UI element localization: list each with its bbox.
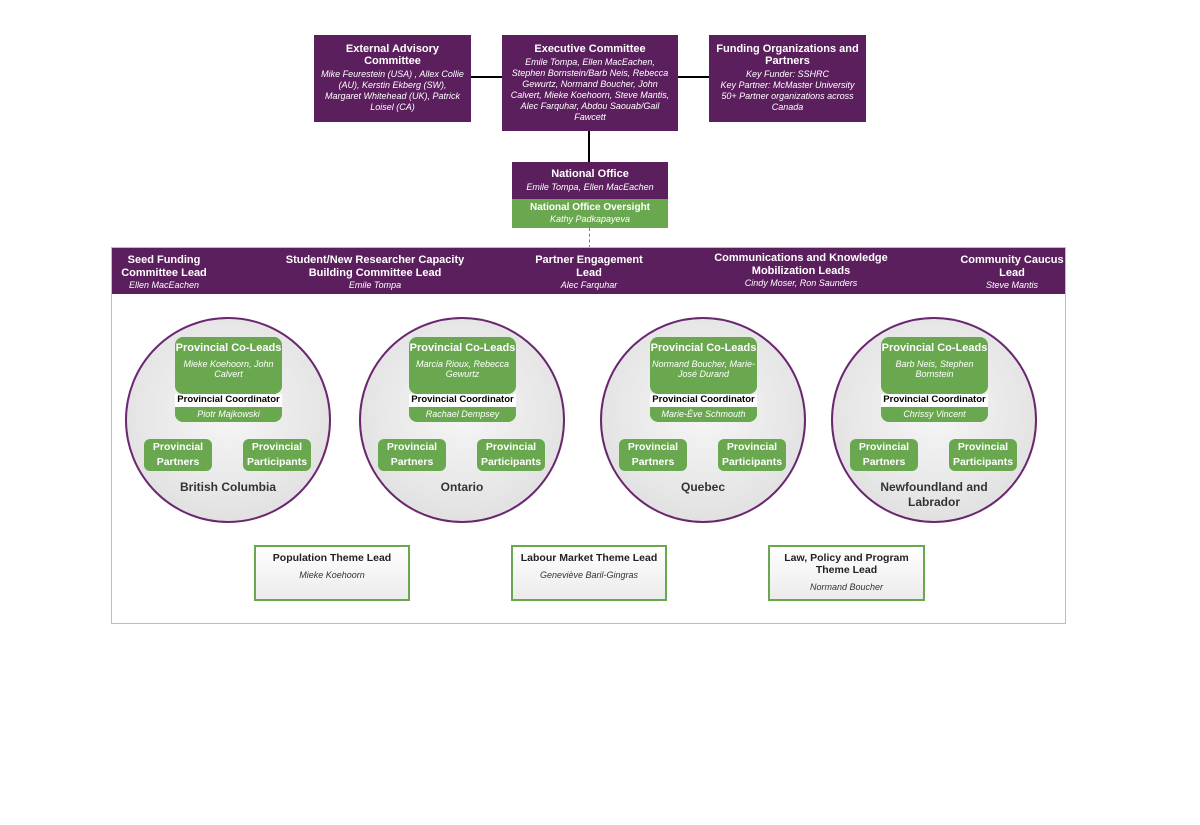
connector-executive-national: [588, 131, 590, 162]
co-leads-names: Marcia Rioux, Rebecca Gewurtz: [415, 359, 510, 379]
co-leads-title: Provincial Co-Leads: [881, 342, 988, 354]
national-office-oversight-name: Kathy Padkapayeva: [549, 214, 631, 224]
provincial-participants-box: Provincial Participants: [243, 439, 311, 471]
provincial-coordinator-name: Chrissy Vincent: [881, 407, 988, 422]
provincial-co-leads-box: Provincial Co-Leads Barb Neis, Stephen B…: [881, 337, 988, 394]
region-label: Quebec: [680, 480, 725, 494]
provincial-participants-box: Provincial Participants: [718, 439, 786, 471]
funding-organizations-title: Funding Organizations and Partners: [716, 43, 859, 67]
theme-title: Labour Market Theme Lead: [520, 552, 658, 564]
provincial-co-leads-box: Provincial Co-Leads Normand Boucher, Mar…: [650, 337, 757, 394]
lead-communications: Communications and Knowledge Mobilizatio…: [706, 252, 896, 289]
provincial-coordinator-label: Provincial Coordinator: [409, 394, 516, 407]
provincial-coordinator-label: Provincial Coordinator: [881, 394, 988, 407]
executive-committee-title: Executive Committee: [534, 43, 646, 55]
lead-name: Alec Farquhar: [560, 280, 618, 290]
lead-title: Partner Engagement Lead: [535, 254, 643, 279]
funding-organizations-box: Funding Organizations and Partners Key F…: [709, 35, 866, 122]
theme-title: Population Theme Lead: [272, 552, 392, 564]
external-advisory-title: External Advisory Committee: [345, 43, 440, 67]
provincial-partners-box: Provincial Partners: [850, 439, 918, 471]
national-office-title: National Office: [551, 168, 629, 180]
provincial-coordinator-label: Provincial Coordinator: [650, 394, 757, 407]
national-office-members: Emile Tompa, Ellen MacEachen: [526, 182, 654, 192]
external-advisory-members: Mike Feurestein (USA) , Allex Collie (AU…: [321, 69, 464, 112]
executive-committee-members: Emile Tompa, Ellen MacEachen, Stephen Bo…: [510, 57, 670, 122]
funding-key-partner: Key Partner: McMaster University: [720, 80, 855, 90]
lead-title: Seed Funding Committee Lead: [121, 254, 207, 279]
lead-name: Cindy Moser, Ron Saunders: [744, 278, 858, 288]
provincial-participants-box: Provincial Participants: [949, 439, 1017, 471]
lead-title: Student/New Researcher Capacity Building…: [285, 254, 465, 279]
lead-name: Ellen MacEachen: [128, 280, 200, 290]
provincial-participants-box: Provincial Participants: [477, 439, 545, 471]
region-label: Ontario: [440, 480, 484, 494]
lead-name: Emile Tompa: [348, 280, 402, 290]
lead-student-capacity: Student/New Researcher Capacity Building…: [280, 254, 470, 291]
theme-lead-law-policy: Law, Policy and Program Theme Lead Norma…: [768, 545, 925, 601]
connector-external-executive: [471, 76, 502, 78]
theme-lead-labour-market: Labour Market Theme Lead Geneviève Baril…: [511, 545, 667, 601]
theme-title: Law, Policy and Program Theme Lead: [784, 552, 909, 576]
lead-name: Steve Mantis: [985, 280, 1039, 290]
funding-key-funder: Key Funder: SSHRC: [745, 69, 830, 79]
lead-title: Communications and Knowledge Mobilizatio…: [714, 252, 888, 277]
lead-partner-engagement: Partner Engagement Lead Alec Farquhar: [524, 254, 654, 291]
co-leads-title: Provincial Co-Leads: [409, 342, 516, 354]
lead-title: Community Caucus Lead: [960, 254, 1064, 279]
theme-lead-population: Population Theme Lead Mieke Koehoorn: [254, 545, 410, 601]
theme-name: Normand Boucher: [809, 582, 884, 592]
provincial-co-leads-box: Provincial Co-Leads Marcia Rioux, Rebecc…: [409, 337, 516, 394]
provincial-coordinator-label: Provincial Coordinator: [175, 394, 282, 407]
co-leads-title: Provincial Co-Leads: [175, 342, 282, 354]
provincial-coordinator-name: Marie-Ève Schmouth: [650, 407, 757, 422]
leads-band: Seed Funding Committee Lead Ellen MacEac…: [112, 248, 1065, 294]
region-label: Newfoundland and Labrador: [880, 480, 988, 509]
region-label: British Columbia: [179, 480, 276, 494]
theme-name: Mieke Koehoorn: [299, 570, 365, 580]
lead-seed-funding: Seed Funding Committee Lead Ellen MacEac…: [114, 254, 214, 291]
external-advisory-committee-box: External Advisory Committee Mike Feurest…: [314, 35, 471, 122]
provincial-co-leads-box: Provincial Co-Leads Mieke Koehoorn, John…: [175, 337, 282, 394]
theme-name: Geneviève Baril-Gingras: [539, 570, 639, 580]
lead-community-caucus: Community Caucus Lead Steve Mantis: [958, 254, 1066, 291]
provincial-partners-box: Provincial Partners: [619, 439, 687, 471]
connector-national-leads: [589, 228, 590, 248]
provincial-partners-box: Provincial Partners: [378, 439, 446, 471]
provincial-coordinator-name: Rachael Dempsey: [409, 407, 516, 422]
connector-executive-funding: [678, 76, 709, 78]
executive-committee-box: Executive Committee Emile Tompa, Ellen M…: [502, 35, 678, 131]
co-leads-names: Normand Boucher, Marie-José Durand: [651, 359, 756, 379]
co-leads-names: Barb Neis, Stephen Bornstein: [895, 359, 974, 379]
co-leads-title: Provincial Co-Leads: [650, 342, 757, 354]
national-office-oversight-box: National Office Oversight Kathy Padkapay…: [512, 199, 668, 228]
funding-partner-orgs: 50+ Partner organizations across Canada: [721, 91, 854, 112]
national-office-oversight-title: National Office Oversight: [529, 202, 651, 213]
co-leads-names: Mieke Koehoorn, John Calvert: [183, 359, 274, 379]
provincial-partners-box: Provincial Partners: [144, 439, 212, 471]
provincial-coordinator-name: Piotr Majkowski: [175, 407, 282, 422]
national-office-box: National Office Emile Tompa, Ellen MacEa…: [512, 162, 668, 199]
